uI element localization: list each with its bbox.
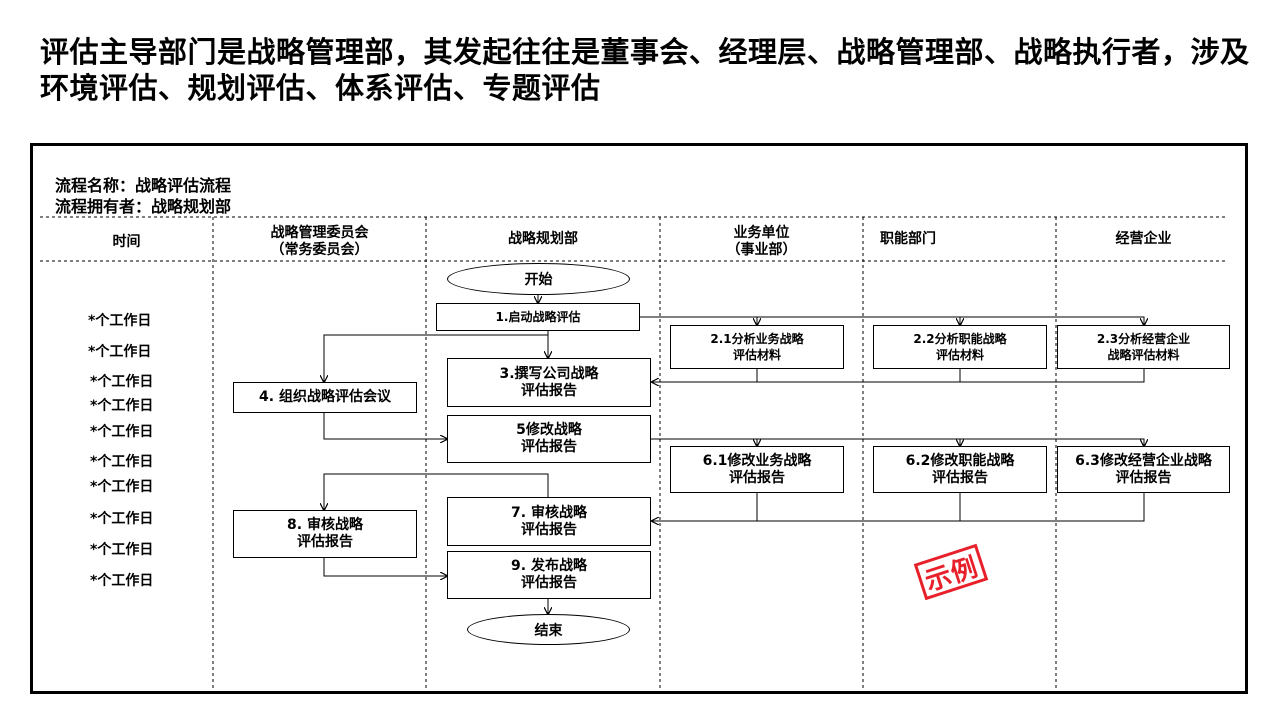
step-2-1-label: 2.1分析业务战略 评估材料 [710, 332, 804, 362]
time-label: *个工作日 [88, 313, 152, 329]
step-8-label: 8. 审核战略 评估报告 [287, 517, 363, 550]
time-label: *个工作日 [90, 454, 154, 470]
step-7-box: 7. 审核战略 评估报告 [447, 497, 651, 546]
step-5-box: 5修改战略 评估报告 [447, 415, 651, 463]
step-5-label: 5修改战略 评估报告 [516, 422, 582, 455]
time-label: *个工作日 [90, 398, 154, 414]
start-label: 开始 [524, 272, 553, 288]
step-2-1-box: 2.1分析业务战略 评估材料 [670, 325, 844, 369]
flowchart-frame [30, 143, 1248, 694]
step-6-3-box: 6.3修改经营企业战略 评估报告 [1057, 446, 1230, 493]
step-4-label: 4. 组织战略评估会议 [259, 389, 391, 405]
step-6-3-label: 6.3修改经营企业战略 评估报告 [1075, 452, 1212, 486]
column-header-committee: 战略管理委员会 （常务委员会） [270, 225, 369, 258]
time-label: *个工作日 [90, 573, 154, 589]
time-label: *个工作日 [90, 542, 154, 558]
connectors [324, 295, 1144, 614]
step-3-box: 3.撰写公司战略 评估报告 [447, 358, 651, 407]
time-label: *个工作日 [88, 344, 152, 360]
column-header-business: 业务单位 （事业部） [726, 225, 797, 258]
start-node: 开始 [447, 263, 630, 295]
step-3-label: 3.撰写公司战略 评估报告 [499, 365, 599, 399]
column-header-functional: 职能部门 [880, 231, 936, 247]
time-label: *个工作日 [90, 511, 154, 527]
step-6-1-label: 6.1修改业务战略 评估报告 [702, 452, 812, 486]
step-8-box: 8. 审核战略 评估报告 [233, 510, 417, 558]
step-9-box: 9. 发布战略 评估报告 [447, 551, 651, 599]
end-node: 结束 [467, 614, 630, 645]
step-2-3-label: 2.3分析经营企业 战略评估材料 [1096, 332, 1191, 362]
step-7-label: 7. 审核战略 评估报告 [511, 504, 587, 538]
step-1-label: 1.启动战略评估 [495, 310, 581, 324]
headline: 评估主导部门是战略管理部，其发起往往是董事会、经理层、战略管理部、战略执行者，涉… [40, 35, 1250, 105]
column-header-planning: 战略规划部 [508, 231, 578, 247]
step-2-2-box: 2.2分析职能战略 评估材料 [873, 325, 1047, 369]
column-header-enterprise: 经营企业 [1115, 231, 1172, 247]
process-owner: 流程拥有者：战略规划部 [55, 197, 232, 216]
step-1-box: 1.启动战略评估 [436, 303, 640, 331]
step-6-1-box: 6.1修改业务战略 评估报告 [670, 446, 844, 493]
step-6-2-label: 6.2修改职能战略 评估报告 [905, 452, 1015, 486]
step-2-3-box: 2.3分析经营企业 战略评估材料 [1057, 325, 1230, 369]
step-9-label: 9. 发布战略 评估报告 [511, 558, 587, 591]
step-2-2-label: 2.2分析职能战略 评估材料 [913, 332, 1007, 362]
end-label: 结束 [534, 622, 563, 639]
time-label: *个工作日 [90, 479, 154, 495]
swimlane-grid [40, 216, 1225, 688]
step-4-box: 4. 组织战略评估会议 [233, 382, 417, 413]
time-label: *个工作日 [90, 424, 154, 440]
column-header-time: 时间 [112, 234, 141, 250]
time-label: *个工作日 [90, 374, 154, 390]
process-name: 流程名称：战略评估流程 [55, 176, 232, 195]
step-6-2-box: 6.2修改职能战略 评估报告 [873, 446, 1047, 493]
